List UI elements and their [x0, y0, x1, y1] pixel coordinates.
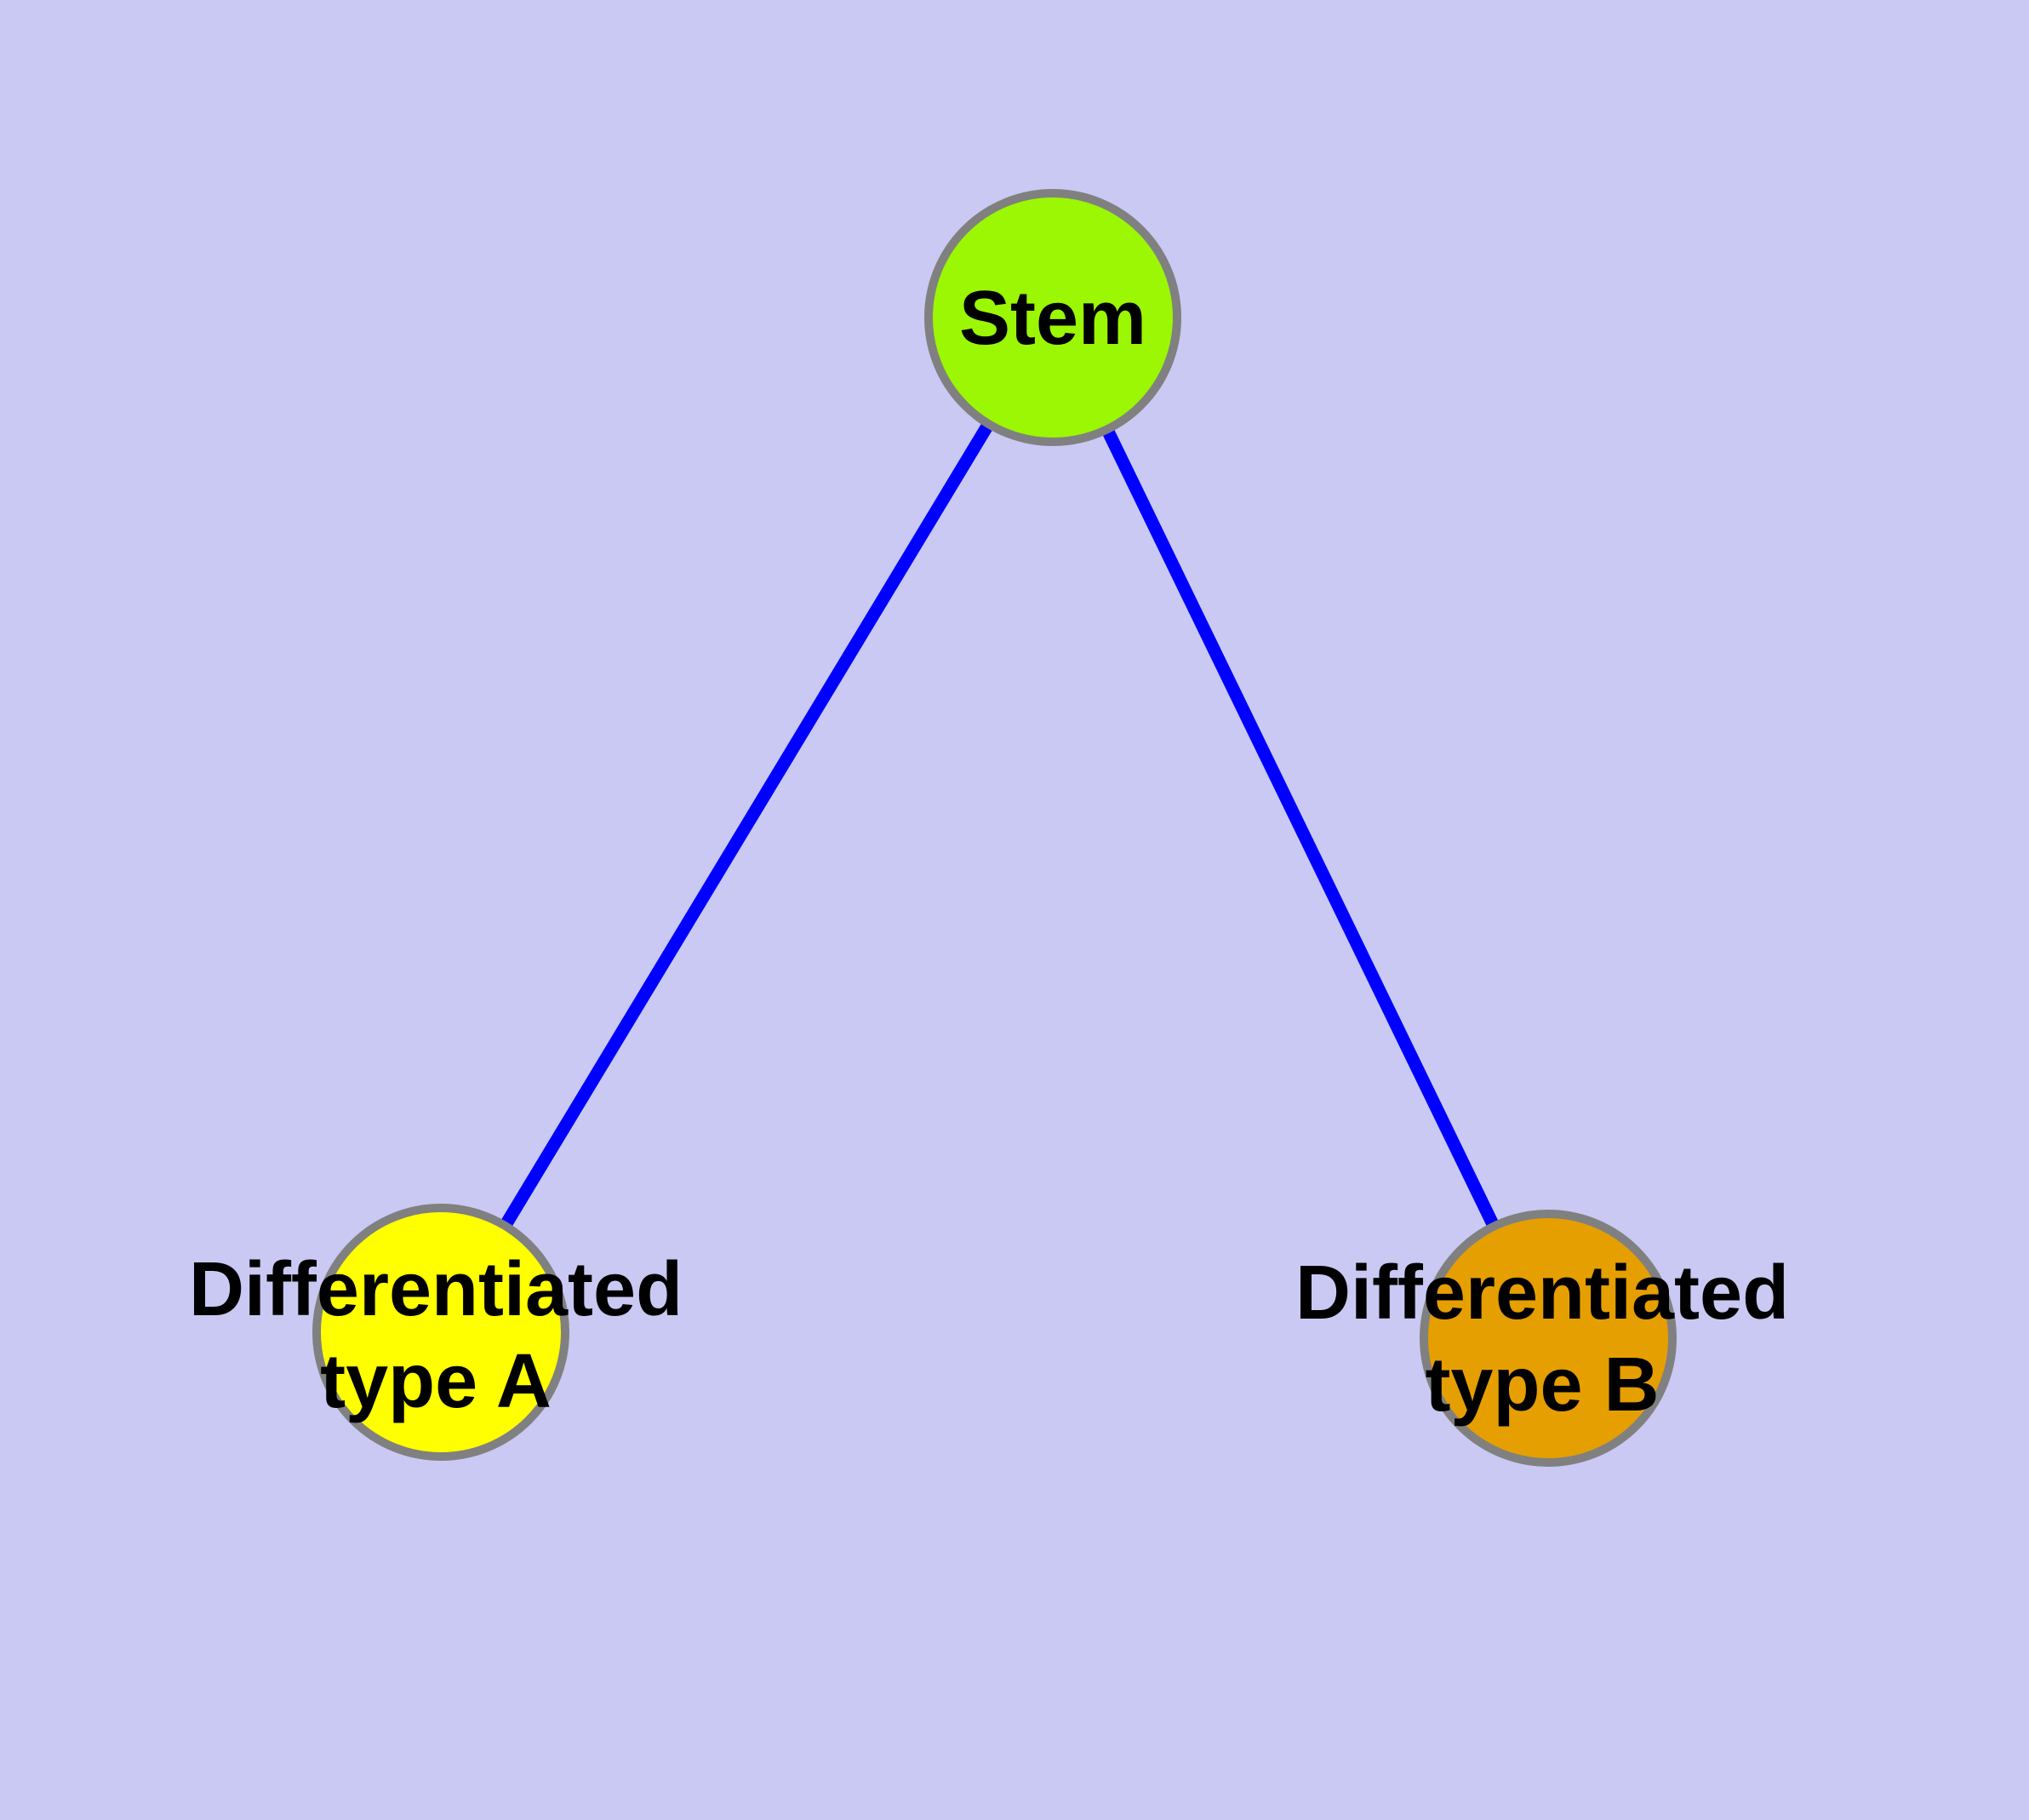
node-stem-label: Stem [959, 272, 1146, 364]
node-type-b-label-line2: type B [1425, 1342, 1660, 1428]
node-stem-circle [924, 189, 1181, 446]
node-type-a-label-line2: type A [320, 1339, 552, 1424]
node-type-a-circle [312, 1204, 569, 1461]
node-type-a-label-line1: Differentiated [188, 1247, 683, 1332]
node-stem-label-line: Stem [958, 276, 1147, 361]
node-type-b-circle [1420, 1210, 1677, 1467]
node-type-b-label: Differentiated type B [1295, 1247, 1789, 1431]
edge-stem-to-type-a [435, 314, 1059, 1336]
edge-stem-to-type-b [1047, 314, 1554, 1342]
node-type-a-label: Differentiated type A [189, 1244, 683, 1428]
node-type-b-label-line1: Differentiated [1295, 1251, 1790, 1336]
